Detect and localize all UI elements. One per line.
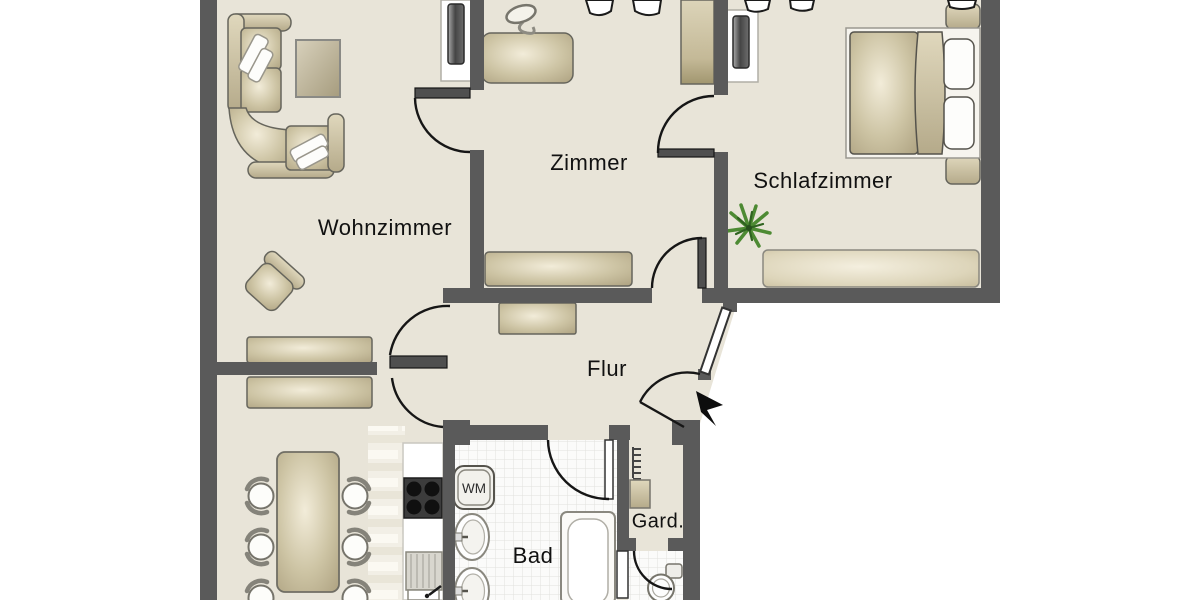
- wall-zimmer-south: [443, 288, 652, 303]
- plant-icon: [725, 203, 772, 248]
- window-radiator: [440, 0, 473, 82]
- wall-right-lower-outer: [683, 428, 700, 600]
- kitchen-counter: [402, 442, 444, 600]
- door-swing: [656, 94, 715, 154]
- door-leaf: [616, 550, 629, 599]
- stove-icon: [403, 477, 443, 519]
- wall-bath-north: [455, 425, 548, 440]
- wall-left-outer: [200, 0, 217, 600]
- washing-machine: WM: [453, 465, 495, 510]
- wash-basin-icon: [454, 567, 490, 600]
- door-leaf: [697, 237, 707, 289]
- door-leaf: [389, 355, 448, 369]
- living-room-sideboard: [246, 336, 373, 409]
- wall-bath-garderobe: [617, 440, 629, 551]
- kitchen-sink-icon: [405, 551, 443, 600]
- door-leaf: [414, 87, 471, 99]
- door-leaf: [604, 439, 614, 500]
- door-swing: [638, 371, 701, 403]
- pillow: [943, 96, 975, 150]
- door-swing: [546, 439, 610, 501]
- flur-sideboard: [498, 302, 577, 335]
- sofa-pillows: [238, 33, 330, 171]
- wall-living-zimmer: [470, 0, 484, 90]
- door-leaf-line: [639, 400, 685, 429]
- washing-machine-label: WM: [462, 481, 486, 496]
- corner-sofa: [227, 13, 345, 179]
- pillow: [943, 38, 975, 90]
- double-bed: [845, 3, 981, 185]
- dining-chairs: [244, 476, 372, 600]
- bedroom-sideboard: [762, 249, 980, 288]
- door-swing: [413, 97, 471, 154]
- wall-right-outer: [981, 0, 1000, 303]
- door-swing: [632, 550, 673, 591]
- kitchen-floor: [368, 426, 405, 600]
- entrance-arrow-icon: [696, 391, 723, 426]
- armchair: [244, 250, 306, 312]
- door-swing: [388, 304, 451, 356]
- door-swing: [390, 377, 444, 429]
- entrance-door-leaf: [698, 306, 733, 376]
- door-swing: [650, 236, 703, 289]
- wall-zimmer-bedroom: [714, 0, 728, 95]
- wardrobe: [680, 0, 715, 85]
- window-wing-icons: [584, 0, 978, 17]
- desk-lamp-icon: [505, 3, 537, 35]
- side-table: [295, 39, 341, 98]
- garderobe-shelf: [629, 479, 651, 509]
- wash-basin-icon: [454, 513, 490, 561]
- door-leaf: [657, 148, 715, 158]
- zimmer-sideboard: [484, 251, 633, 287]
- wall-living-dining: [217, 362, 377, 375]
- wash-basins: [454, 513, 490, 600]
- nightstand: [945, 155, 981, 185]
- entrance-door: [638, 306, 733, 429]
- window-radiator: [726, 9, 759, 83]
- coat-rack-icon: [629, 447, 651, 509]
- bathtub-icon: [560, 511, 616, 600]
- desk: [481, 3, 574, 84]
- wall-bedroom-south: [728, 288, 981, 303]
- walls: [200, 0, 1000, 600]
- doors: [388, 87, 715, 599]
- dining-table: [276, 451, 340, 593]
- wall-kitchen-bath: [443, 420, 455, 600]
